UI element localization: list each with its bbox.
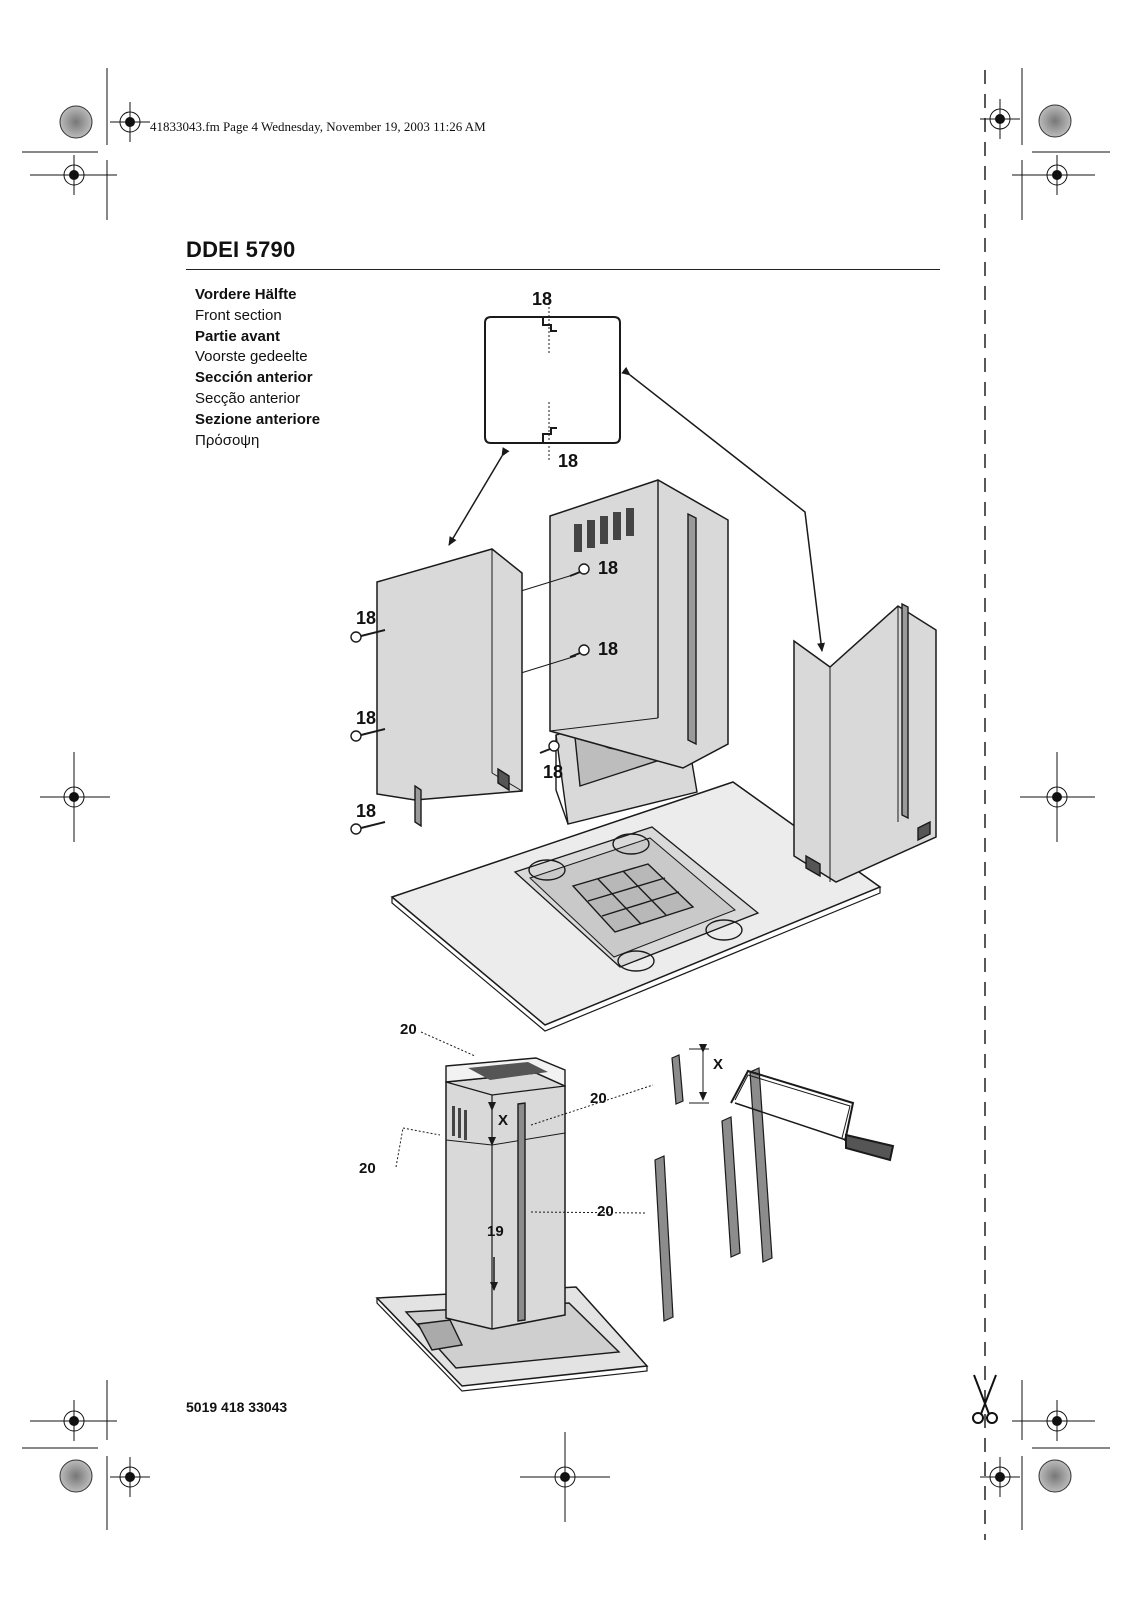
sunburst-mark-br xyxy=(1038,1459,1072,1493)
target-mark-left-mid xyxy=(40,752,110,842)
upper-hood-assembly xyxy=(350,479,937,1032)
section-name-el: Πρόσοψη xyxy=(195,431,260,449)
callout-lower-left: 20 xyxy=(359,1160,376,1177)
callout-lower-right-upper: 20 xyxy=(590,1090,607,1107)
callout-screw-left-3: 18 xyxy=(356,801,377,821)
target-mark-bl-1 xyxy=(54,1400,94,1441)
registration-marks xyxy=(22,68,1110,1530)
cut-strip xyxy=(671,1054,684,1105)
callout-screw-left-1: 18 xyxy=(356,608,377,628)
file-header-line: 41833043.fm Page 4 Wednesday, November 1… xyxy=(150,119,486,134)
callout-lower-top: 20 xyxy=(400,1021,417,1038)
target-mark-br-1 xyxy=(1037,1400,1077,1441)
section-names-list: Vordere Hälfte Front section Partie avan… xyxy=(195,285,320,451)
section-name-de: Vordere Hälfte xyxy=(195,286,297,303)
callout-screw-left-2: 18 xyxy=(356,708,377,728)
target-mark-tl-2 xyxy=(110,102,150,142)
section-name-it: Sezione anteriore xyxy=(195,410,321,428)
screw-left-3 xyxy=(350,821,386,835)
target-mark-br-2 xyxy=(980,1457,1020,1497)
strip-1 xyxy=(654,1155,674,1322)
section-name-nl: Voorste gedeelte xyxy=(195,348,308,366)
section-name-es: Sección anterior xyxy=(195,369,313,387)
callout-top-profile-upper: 18 xyxy=(532,289,553,309)
target-mark-tr-2 xyxy=(980,99,1020,139)
part-number: 5019 418 33043 xyxy=(186,1399,288,1415)
right-rear-panel xyxy=(793,605,937,883)
callout-screw-mid-1: 18 xyxy=(598,558,619,578)
screw-left-2 xyxy=(350,728,386,742)
section-name-pt: Secção anterior xyxy=(195,389,301,407)
screw-mid-3 xyxy=(539,740,560,754)
callout-screw-mid-3: 18 xyxy=(543,762,564,782)
sunburst-mark-tl xyxy=(59,105,93,139)
lower-hood-assembly xyxy=(375,1031,895,1392)
sunburst-mark-tr xyxy=(1038,104,1072,138)
scissors-icon xyxy=(972,1374,998,1424)
callout-measure-x-1: X xyxy=(498,1112,509,1129)
profile-cross-section xyxy=(484,295,621,462)
chimney-body xyxy=(549,479,729,769)
callout-top-profile-lower: 18 xyxy=(558,451,579,471)
screw-mid-2 xyxy=(569,644,590,658)
callout-lower-right-mid: 20 xyxy=(597,1203,614,1220)
left-front-panel xyxy=(376,548,523,801)
vent-slots xyxy=(574,508,634,552)
callout-measure-x-2: X xyxy=(713,1056,724,1073)
target-mark-tl-1 xyxy=(54,155,94,195)
strip-2 xyxy=(721,1116,741,1258)
section-name-fr: Partie avant xyxy=(195,327,281,345)
strip-3 xyxy=(749,1067,773,1263)
arrow-to-left-panel xyxy=(448,447,510,546)
callout-arrow-down: 19 xyxy=(487,1223,504,1240)
page-title: DDEI 5790 xyxy=(186,237,296,262)
callout-screw-mid-2: 18 xyxy=(598,639,619,659)
section-name-en: Front section xyxy=(195,306,282,324)
target-mark-right-mid xyxy=(1020,752,1095,842)
target-mark-bottom-center xyxy=(520,1432,610,1522)
screw-left-1 xyxy=(350,629,386,643)
target-mark-bl-2 xyxy=(110,1457,150,1497)
arrow-to-right-panel xyxy=(621,366,825,652)
target-mark-tr-1 xyxy=(1037,155,1077,195)
hacksaw-icon xyxy=(730,1069,895,1162)
title-rule xyxy=(186,269,940,270)
sunburst-mark-bl xyxy=(59,1459,93,1493)
